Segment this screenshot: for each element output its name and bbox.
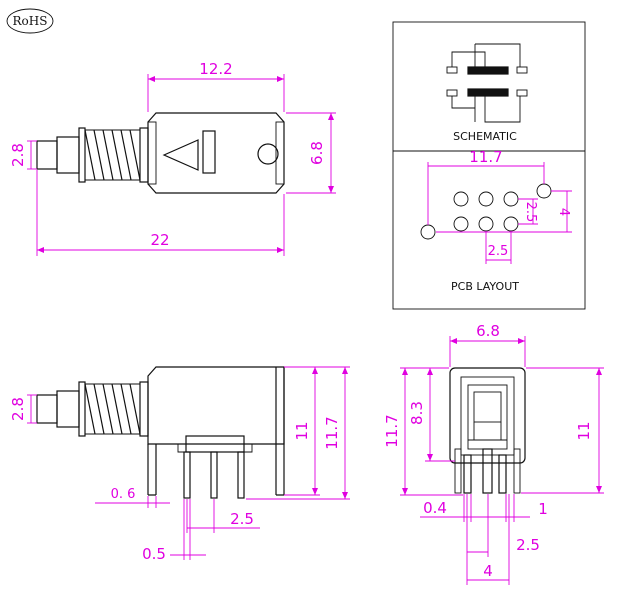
- switch-body-side: [147, 366, 285, 445]
- svg-text:2.5: 2.5: [523, 202, 538, 223]
- dim-2-5-pcb-h: 2.5: [485, 231, 512, 264]
- svg-text:12.2: 12.2: [199, 60, 232, 78]
- schematic-symbol: [446, 43, 528, 123]
- dim-6-8-front: 6.8: [449, 322, 526, 367]
- dim-11-side: 11: [284, 366, 320, 496]
- svg-text:6.8: 6.8: [308, 141, 326, 165]
- arrow-marking: [162, 139, 199, 171]
- dim-1: 1: [492, 494, 548, 522]
- dim-22: 22: [36, 170, 285, 256]
- pin-1: [183, 451, 191, 499]
- dim-11-7-side: 11.7: [246, 366, 350, 500]
- schematic-panel: SCHEMATIC 11.7 2.5: [392, 21, 586, 310]
- dim-4-front: 4: [466, 494, 510, 585]
- svg-text:2.5: 2.5: [488, 244, 509, 259]
- spring: [84, 129, 141, 181]
- rohs-badge: RoHS: [6, 8, 54, 34]
- svg-text:2.5: 2.5: [516, 536, 540, 554]
- plunger-tip: [36, 140, 58, 170]
- dim-2-5-side: 2.5: [186, 499, 260, 533]
- dim-12-2: 12.2: [147, 60, 285, 112]
- front-pin-left: [463, 454, 472, 494]
- panel-frame: [392, 21, 586, 310]
- top-view: 12.2 6.8 2.8 22: [9, 60, 336, 256]
- svg-text:22: 22: [150, 231, 169, 249]
- front-body: [449, 367, 526, 464]
- pcb-layout-label: PCB LAYOUT: [451, 280, 519, 293]
- spring-side: [84, 383, 141, 435]
- svg-text:11.7: 11.7: [383, 414, 401, 447]
- front-view: 6.8 11.7 8.3 11: [383, 322, 604, 585]
- svg-text:4: 4: [483, 562, 493, 580]
- svg-text:8.3: 8.3: [408, 401, 426, 425]
- svg-text:1: 1: [538, 500, 548, 518]
- svg-text:11: 11: [293, 421, 311, 440]
- svg-text:11.7: 11.7: [469, 148, 502, 166]
- side-view: 2.8 11 11.7 0. 6 2: [9, 366, 350, 563]
- svg-text:2.5: 2.5: [230, 510, 254, 528]
- svg-text:0.5: 0.5: [142, 545, 166, 563]
- mount-hole-right: [536, 183, 552, 199]
- svg-text:2.8: 2.8: [9, 397, 27, 421]
- dim-2-5-front: 2.5: [466, 494, 540, 557]
- dim-11-7-front: 11.7: [383, 367, 463, 496]
- dim-11-front: 11: [521, 367, 604, 494]
- svg-text:2.8: 2.8: [9, 143, 27, 167]
- dim-4-pcb: 4: [436, 190, 572, 233]
- rohs-text: RoHS: [13, 14, 48, 28]
- pin-3: [237, 451, 245, 499]
- svg-text:11: 11: [575, 421, 593, 440]
- svg-text:0.4: 0.4: [423, 499, 447, 517]
- front-pin-right: [498, 454, 507, 494]
- pin-2: [210, 451, 218, 499]
- plunger-collar: [56, 136, 80, 174]
- svg-text:6.8: 6.8: [476, 322, 500, 340]
- svg-text:0. 6: 0. 6: [111, 487, 136, 502]
- svg-text:4: 4: [556, 208, 571, 216]
- dim-2-5-pcb-v: 2.5: [518, 198, 538, 225]
- svg-text:11.7: 11.7: [323, 416, 341, 449]
- dim-11-7-pcb: 11.7: [427, 148, 545, 225]
- plunger-face: [473, 391, 502, 423]
- dim-8-3: 8.3: [408, 367, 455, 462]
- dim-0-5: 0.5: [142, 499, 206, 563]
- indicator-hole: [257, 143, 279, 165]
- dim-0-6: 0. 6: [95, 487, 170, 508]
- mount-hole-left: [420, 224, 436, 240]
- dim-6-8: 6.8: [286, 112, 336, 194]
- dim-2-8-top: 2.8: [9, 140, 37, 170]
- dim-2-8-side: 2.8: [9, 394, 37, 424]
- dim-0-4: 0.4: [420, 494, 500, 522]
- schematic-label: SCHEMATIC: [453, 130, 517, 143]
